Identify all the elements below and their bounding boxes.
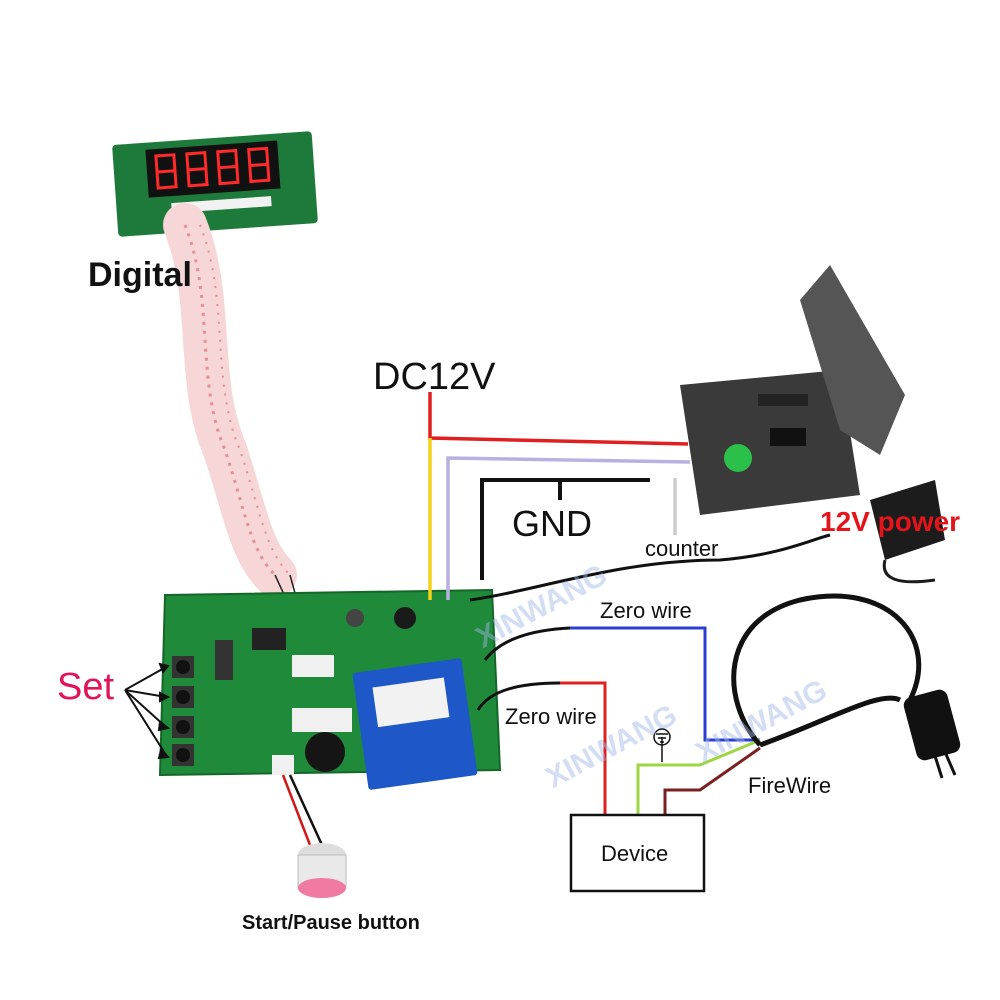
set-label: Set — [57, 666, 115, 708]
set-arrows — [124, 662, 171, 760]
dc12v-label: DC12V — [373, 356, 496, 398]
relay — [352, 658, 478, 790]
firewire-label: FireWire — [748, 773, 832, 798]
power-adapter — [870, 480, 945, 584]
power-cord — [731, 593, 961, 779]
coin-acceptor-wires — [428, 392, 831, 602]
coin-acceptor — [680, 265, 905, 515]
counter-label: counter — [645, 536, 719, 561]
12v-power-label: 12V power — [820, 506, 961, 537]
mains-wires — [476, 626, 761, 815]
device-label: Device — [601, 841, 669, 866]
digital-label: Digital — [88, 256, 192, 294]
device-box — [569, 813, 706, 893]
zero-wire-label: Zero wire — [505, 704, 597, 729]
led-display-module — [112, 131, 318, 237]
start-pause-label: Start/Pause button — [242, 912, 420, 934]
start-pause-button-graphic — [281, 774, 347, 898]
set-buttons — [172, 656, 194, 766]
gnd-label: GND — [512, 503, 592, 544]
ground-symbol — [653, 728, 671, 746]
zero-wire-label: Zero wire — [600, 598, 692, 623]
